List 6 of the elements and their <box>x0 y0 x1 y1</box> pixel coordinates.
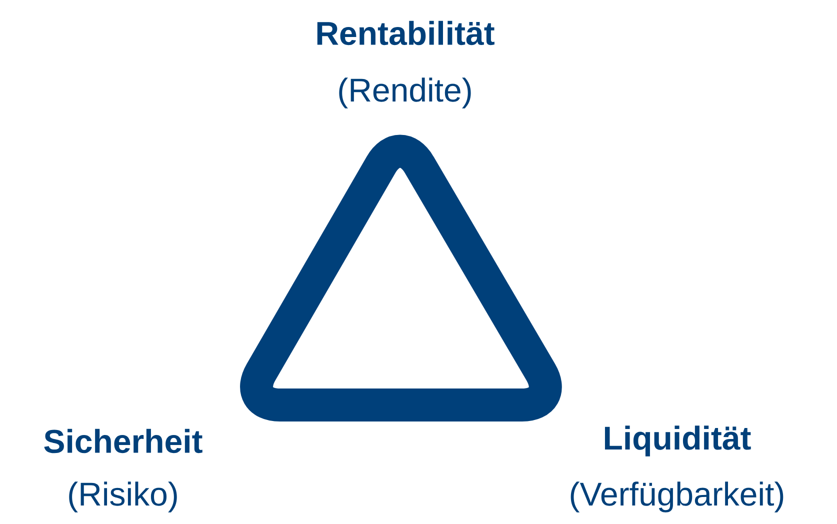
subheading-text: (Risiko) <box>69 482 177 512</box>
subheading-text: (Verfügbarkeit) <box>570 482 784 512</box>
subheading-text: (Rendite) <box>339 78 471 108</box>
heading-text: Liquidität <box>604 426 751 456</box>
heading-text: Sicherheit <box>44 428 202 454</box>
heading-text: Rentabilität <box>317 20 494 46</box>
